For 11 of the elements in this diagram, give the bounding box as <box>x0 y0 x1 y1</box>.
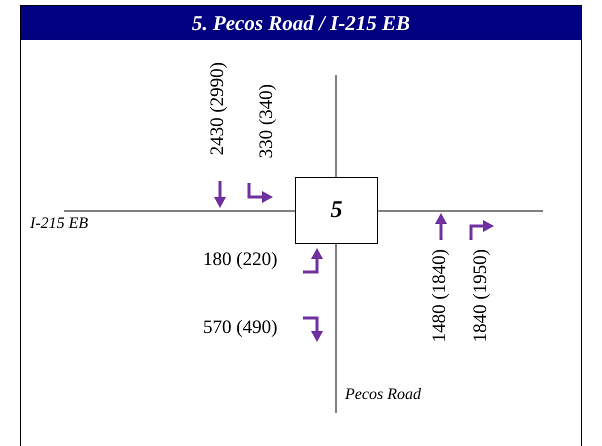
road-name: I-215 EB <box>30 216 88 232</box>
intersection-box <box>295 177 378 244</box>
title-bar: 5. Pecos Road / I-215 EB <box>21 6 581 40</box>
intersection-number: 5 <box>330 197 342 224</box>
volume-label: 180 (220) <box>203 250 278 269</box>
road-name: Pecos Road <box>345 387 421 403</box>
volume-label: 1840 (1950) <box>471 249 490 342</box>
volume-label: 330 (340) <box>257 84 276 158</box>
volume-label: 570 (490) <box>203 318 278 337</box>
volume-label: 1480 (1840) <box>430 249 449 342</box>
volume-label: 2430 (2990) <box>208 62 227 156</box>
